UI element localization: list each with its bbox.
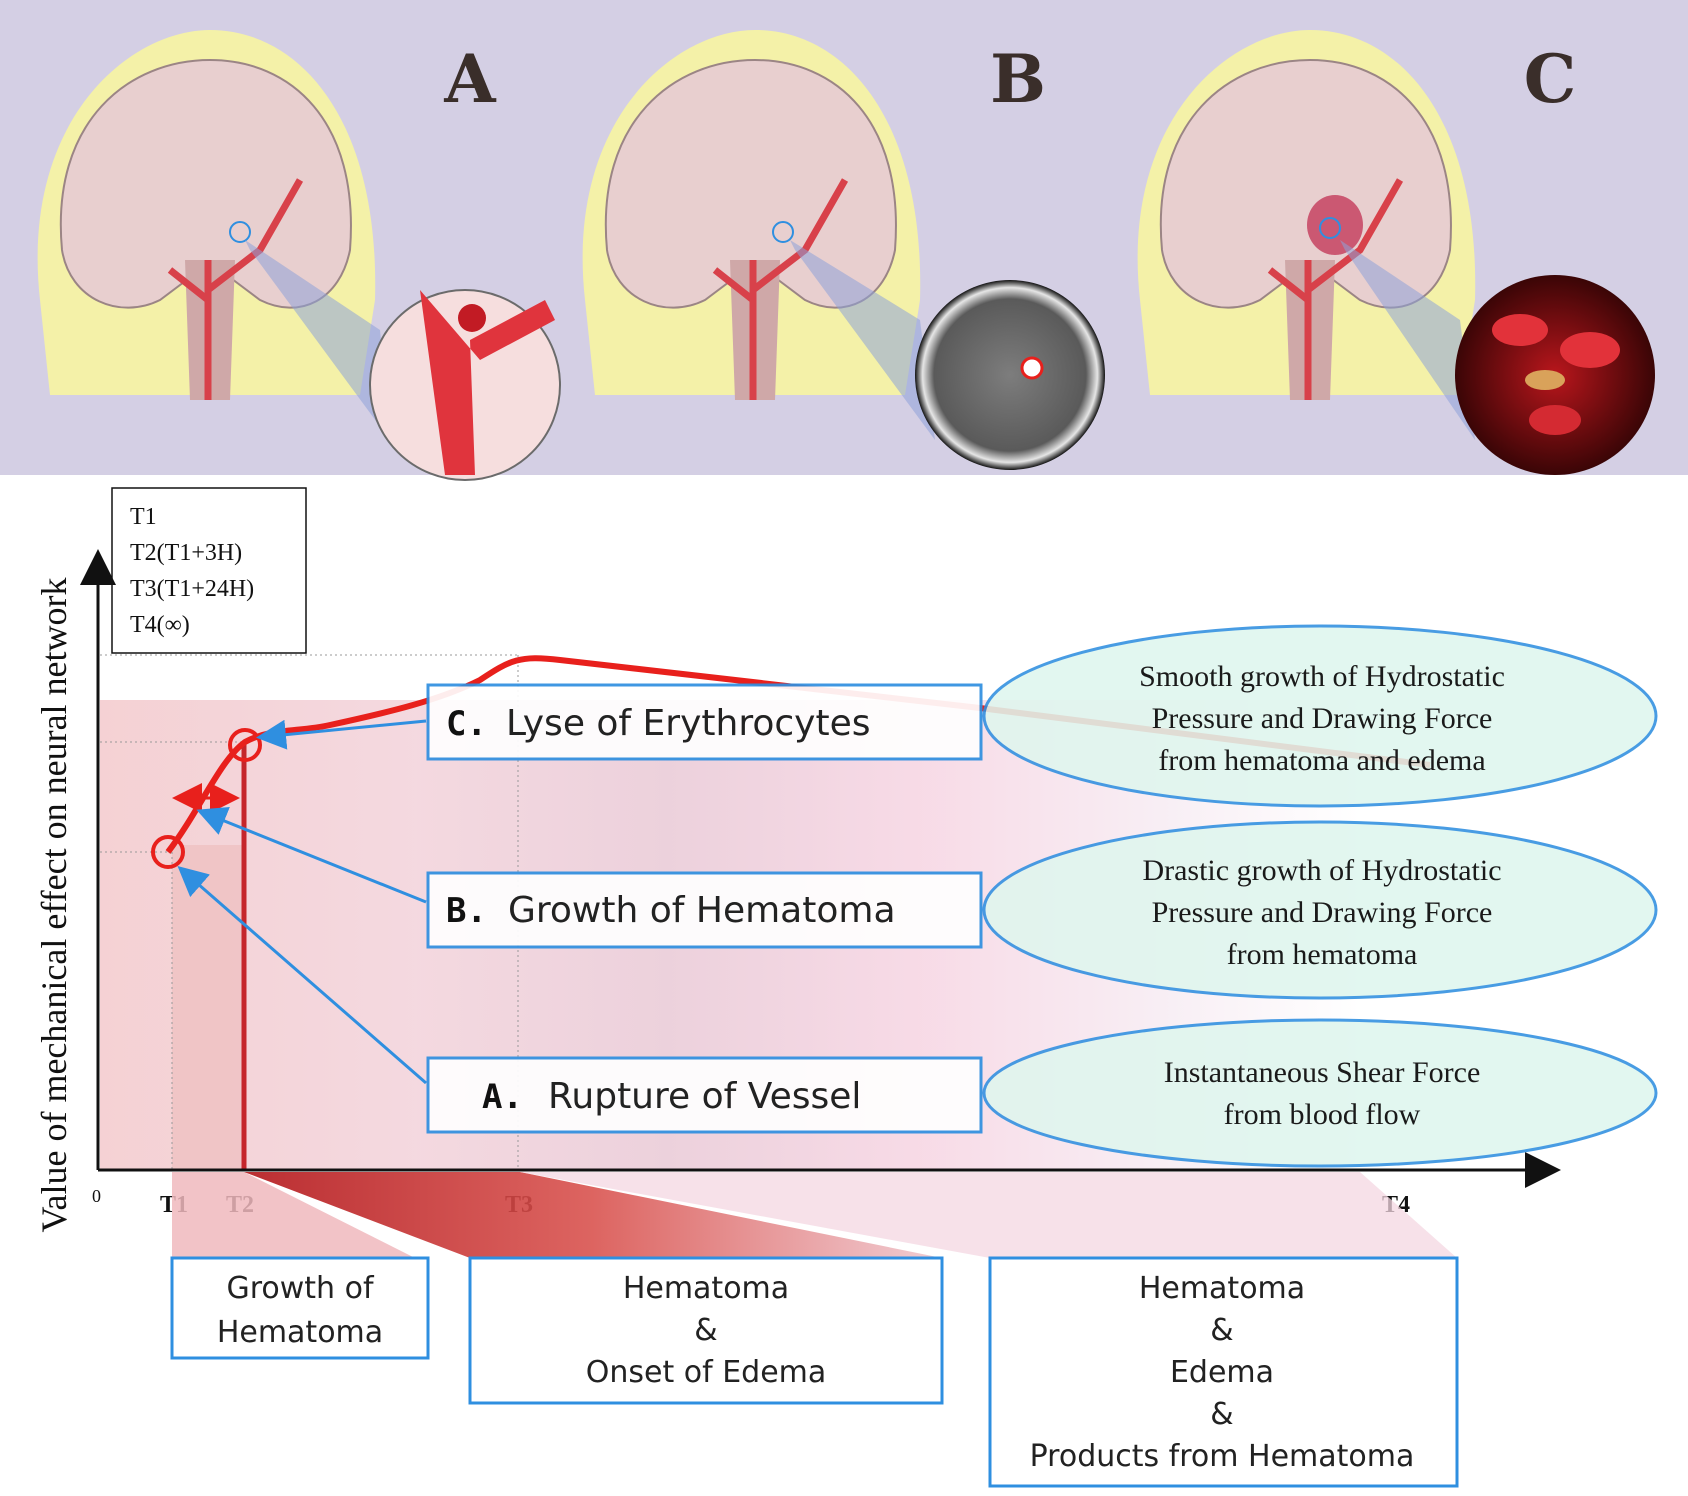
phase-box-1 xyxy=(170,1256,430,1360)
phase-fan-3 xyxy=(520,1172,1457,1258)
stage-box-b xyxy=(426,871,983,949)
hematoma-region xyxy=(1307,195,1363,255)
hematoma-on-ct xyxy=(1020,356,1044,380)
stage-key-c: C. xyxy=(446,704,487,744)
description-ellipse-c xyxy=(982,624,1658,808)
description-line: from blood flow xyxy=(1224,1098,1421,1131)
phase-line: Hematoma xyxy=(623,1271,789,1306)
red-blood-cell xyxy=(1560,332,1620,368)
brain-panel-b: B xyxy=(582,30,1105,470)
panel-label-a: A xyxy=(443,40,496,118)
description-line: Pressure and Drawing Force xyxy=(1152,702,1493,735)
zoom-cone xyxy=(245,240,390,440)
lysed-cell xyxy=(1525,370,1565,390)
brain-hemispheres xyxy=(59,58,352,309)
phase-line: Products from Hematoma xyxy=(1030,1439,1415,1474)
pointer-arrow xyxy=(196,807,427,904)
t1-point-marker xyxy=(151,835,185,869)
panel-label-c: C xyxy=(1524,40,1577,118)
pointer-arrow xyxy=(256,719,427,750)
legend-item: T1 xyxy=(130,504,157,530)
zoom-cone xyxy=(1340,240,1475,440)
phase-line: Hematoma xyxy=(1139,1271,1305,1306)
phase-line: Onset of Edema xyxy=(586,1355,827,1390)
legend-box xyxy=(111,487,307,654)
zoom-cone xyxy=(790,240,935,440)
description-line: from hematoma xyxy=(1227,938,1418,971)
phase-line: & xyxy=(1210,1397,1233,1432)
description-ellipse-b xyxy=(982,820,1658,1000)
ruptured-vessel-icon xyxy=(420,290,555,475)
phase-fan-1 xyxy=(172,1172,415,1258)
phase-box-3 xyxy=(988,1256,1459,1488)
pointer-arrow xyxy=(177,866,427,1085)
ct-scan-inset xyxy=(915,280,1105,470)
phase-line: & xyxy=(1210,1313,1233,1348)
legend-item: T3(T1+24H) xyxy=(130,576,254,602)
legend-item: T4(∞) xyxy=(130,612,190,638)
description-line: Smooth growth of Hydrostatic xyxy=(1139,660,1505,693)
lesion-marker xyxy=(1319,217,1341,239)
phase-line: Growth of xyxy=(226,1271,374,1306)
lesion-marker xyxy=(229,221,251,243)
description-line: from hematoma and edema xyxy=(1158,744,1485,777)
description-ellipse-a xyxy=(982,1018,1658,1168)
panel-label-b: B xyxy=(990,40,1046,118)
phase-line: & xyxy=(694,1313,717,1348)
stage-label-b: Growth of Hematoma xyxy=(508,890,896,931)
red-blood-cell xyxy=(1492,314,1548,346)
description-line: Instantaneous Shear Force xyxy=(1164,1056,1481,1089)
phase-fan-2 xyxy=(244,1172,942,1258)
hematoma-shade xyxy=(172,845,244,1170)
brain-panel-c: C xyxy=(1137,30,1655,475)
stage-key-a: A. xyxy=(482,1077,523,1117)
stage-key-b: B. xyxy=(446,891,487,931)
mechanical-effect-curve xyxy=(165,655,1431,854)
brain-hemispheres xyxy=(1159,58,1452,309)
legend-item: T2(T1+3H) xyxy=(130,540,242,566)
description-line: Drastic growth of Hydrostatic xyxy=(1142,854,1501,887)
brain-hemispheres xyxy=(604,58,897,309)
y-axis-label: Value of mechanical effect on neural net… xyxy=(34,577,74,1232)
aneurysm-bleb xyxy=(458,304,486,332)
brain-panel-a: A xyxy=(37,30,561,481)
phase-line: Hematoma xyxy=(217,1315,383,1350)
phase-box-2 xyxy=(468,1256,944,1405)
lesion-marker xyxy=(772,221,794,243)
origin-label: 0 xyxy=(92,1186,101,1206)
stage-label-c: Lyse of Erythrocytes xyxy=(506,703,870,744)
red-blood-cell xyxy=(1529,405,1581,435)
artery-tree xyxy=(1267,178,1404,400)
phase-line: Edema xyxy=(1170,1355,1274,1390)
stage-box-c xyxy=(426,683,983,761)
stage-box-a xyxy=(426,1056,983,1134)
stage-label-a: Rupture of Vessel xyxy=(548,1076,861,1117)
description-line: Pressure and Drawing Force xyxy=(1152,896,1493,929)
